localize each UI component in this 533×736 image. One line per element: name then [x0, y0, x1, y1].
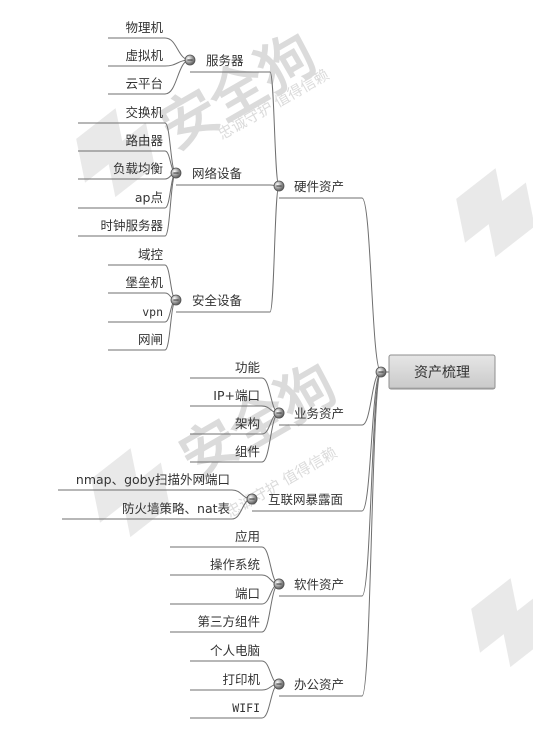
- group-4-collapse-toggle[interactable]: [273, 678, 285, 690]
- group-4-leaf-2[interactable]: WIFI: [232, 701, 260, 715]
- group-0-sub-2-leaf-1[interactable]: 堡垒机: [125, 275, 163, 290]
- group-3-collapse-toggle[interactable]: [273, 578, 285, 590]
- group-3-leaf-3-edge: [261, 583, 280, 633]
- watermark-logo-top: [76, 108, 155, 198]
- root-node[interactable]: 资产梳理: [388, 354, 496, 390]
- group-1-leaf-0[interactable]: 功能: [235, 360, 261, 375]
- group-0-edge: [361, 197, 382, 373]
- group-0-sub-1-leaf-3[interactable]: ap点: [135, 190, 163, 205]
- group-4-label[interactable]: 办公资产: [294, 677, 344, 692]
- group-1-leaf-3[interactable]: 组件: [235, 444, 260, 459]
- group-2-collapse-toggle[interactable]: [246, 493, 258, 505]
- group-3-leaf-0[interactable]: 应用: [235, 529, 260, 544]
- group-2-label[interactable]: 互联网暴露面: [268, 492, 343, 507]
- group-0-sub-1-label[interactable]: 网络设备: [192, 166, 243, 181]
- group-3-label[interactable]: 软件资产: [294, 577, 344, 592]
- group-0-sub-2-edge: [269, 185, 280, 313]
- group-1-collapse-toggle[interactable]: [273, 407, 285, 419]
- group-0-sub-1-leaf-0[interactable]: 交换机: [125, 105, 163, 120]
- group-4-leaf-1[interactable]: 打印机: [222, 672, 260, 687]
- group-0-sub-0-leaf-2[interactable]: 云平台: [125, 76, 163, 91]
- group-3-leaf-1[interactable]: 操作系统: [210, 557, 260, 572]
- group-0-sub-0-label[interactable]: 服务器: [206, 53, 244, 68]
- group-1-leaf-1[interactable]: IP+端口: [213, 388, 260, 403]
- group-2-leaf-0[interactable]: nmap、goby扫描外网端口: [76, 472, 230, 487]
- group-0-sub-2-leaf-2[interactable]: vpn: [142, 305, 163, 319]
- group-0-collapse-toggle[interactable]: [273, 180, 285, 192]
- group-0-sub-2-label[interactable]: 安全设备: [192, 293, 243, 308]
- group-0-sub-1-leaf-4[interactable]: 时钟服务器: [100, 218, 163, 233]
- group-0-sub-1-leaf-1[interactable]: 路由器: [125, 133, 163, 148]
- group-3-leaf-2[interactable]: 端口: [235, 586, 260, 601]
- group-0-sub-1-leaf-2[interactable]: 负载均衡: [113, 161, 163, 176]
- group-2-leaf-1[interactable]: 防火墙策略、nat表: [122, 501, 230, 516]
- watermark-logo-bottom: [471, 578, 533, 668]
- watermark-logo-right: [456, 168, 533, 258]
- group-0-sub-0-leaf-1[interactable]: 虚拟机: [125, 48, 163, 63]
- group-3-leaf-3[interactable]: 第三方组件: [197, 614, 260, 629]
- group-2-edge: [361, 371, 382, 512]
- group-3-edge: [361, 371, 382, 597]
- group-4-edge: [361, 371, 382, 697]
- group-0-label[interactable]: 硬件资产: [294, 179, 344, 194]
- group-0-sub-2-collapse-toggle[interactable]: [170, 294, 182, 306]
- group-3-leaf-0-edge: [261, 546, 280, 585]
- group-1-label[interactable]: 业务资产: [294, 406, 344, 421]
- group-0-sub-0-leaf-0[interactable]: 物理机: [125, 20, 163, 35]
- group-0-sub-2-leaf-3-edge: [164, 299, 177, 351]
- group-0-sub-1-collapse-toggle[interactable]: [170, 167, 182, 179]
- root-collapse-toggle[interactable]: [375, 366, 387, 378]
- watermark-logo-middle: [91, 448, 170, 538]
- group-0-sub-1-leaf-4-edge: [164, 172, 177, 237]
- group-0-sub-2-leaf-0[interactable]: 域控: [138, 247, 164, 262]
- group-0-sub-0-collapse-toggle[interactable]: [184, 54, 196, 66]
- group-4-leaf-0[interactable]: 个人电脑: [210, 643, 260, 658]
- group-0-sub-2-leaf-0-edge: [164, 264, 177, 301]
- group-1-leaf-2[interactable]: 架构: [235, 416, 260, 431]
- group-0-sub-2-leaf-3[interactable]: 网闸: [138, 332, 163, 347]
- root-label: 资产梳理: [414, 365, 470, 381]
- group-4-leaf-2-edge: [261, 683, 280, 719]
